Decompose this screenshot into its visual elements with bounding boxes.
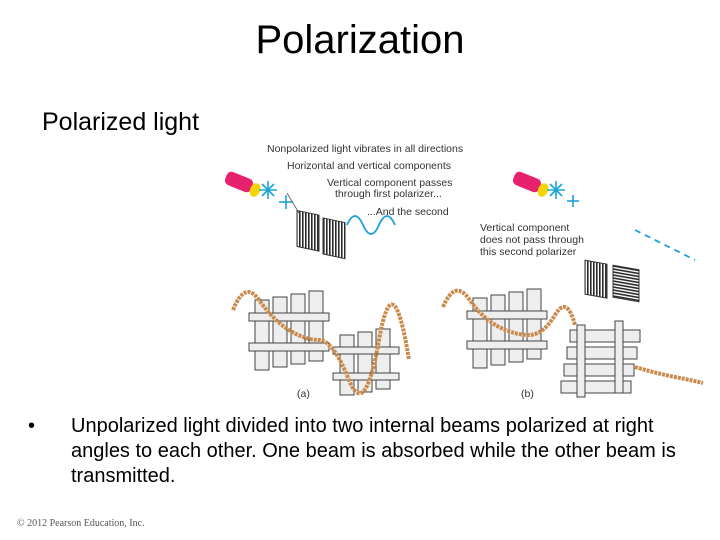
slide-subtitle: Polarized light bbox=[42, 108, 200, 136]
flashlight-icon-left bbox=[224, 171, 261, 197]
label-not-pass-3: this second polarizer bbox=[480, 246, 577, 258]
fence-icon-b2 bbox=[560, 320, 641, 398]
fence-icon-a1 bbox=[248, 290, 330, 371]
rope-tail-b bbox=[634, 365, 704, 385]
label-vertical-passes-1: Vertical component passes bbox=[327, 177, 453, 189]
polarizer-icon-3 bbox=[584, 259, 608, 299]
label-vertical-passes-2: through first polarizer... bbox=[335, 188, 442, 200]
vertical-wave-left bbox=[346, 215, 396, 235]
rope-wave-icon-a bbox=[231, 290, 411, 396]
copyright-notice: © 2012 Pearson Education, Inc. bbox=[17, 518, 145, 529]
slide-title: Polarization bbox=[255, 18, 465, 62]
flashlight-icon-right bbox=[512, 171, 549, 197]
label-nonpolarized: Nonpolarized light vibrates in all direc… bbox=[267, 143, 463, 155]
label-and-second: ...And the second bbox=[367, 206, 449, 218]
fence-icon-b1 bbox=[466, 288, 548, 369]
label-components: Horizontal and vertical components bbox=[287, 160, 451, 172]
bullet-point: • Unpolarized light divided into two int… bbox=[28, 414, 688, 489]
light-burst-icon-left bbox=[259, 181, 293, 209]
panel-label-b: (b) bbox=[521, 388, 534, 400]
label-not-pass-1: Vertical component bbox=[480, 222, 569, 234]
bullet-text: Unpolarized light divided into two inter… bbox=[71, 415, 676, 487]
blocked-beam bbox=[634, 229, 696, 261]
label-not-pass-2: does not pass through bbox=[480, 234, 584, 246]
polarization-figure: Nonpolarized light vibrates in all direc… bbox=[215, 135, 705, 400]
polarizer-icon-4 bbox=[612, 264, 640, 303]
light-burst-icon-right bbox=[547, 181, 579, 207]
polarizer-icon-1 bbox=[296, 209, 320, 252]
polarizer-icon-2 bbox=[322, 217, 346, 260]
bullet-dot-icon: • bbox=[28, 415, 36, 437]
rope-wave-icon-b bbox=[441, 288, 577, 338]
panel-label-a: (a) bbox=[297, 388, 310, 400]
